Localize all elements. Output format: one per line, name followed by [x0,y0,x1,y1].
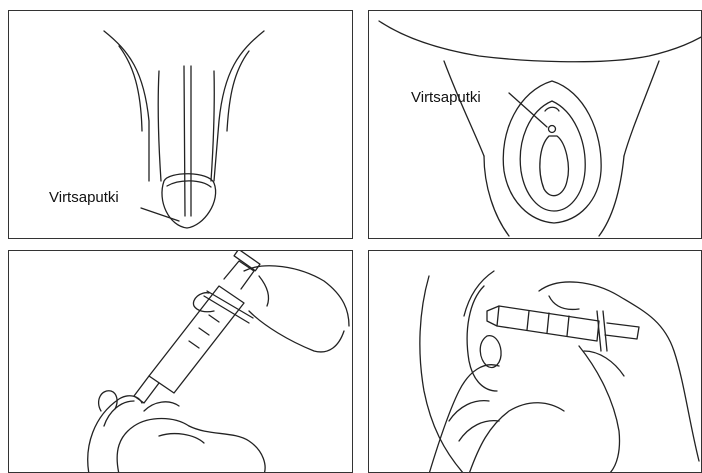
male-instillation-drawing [9,251,353,473]
female-instillation-panel [368,250,702,473]
female-anatomy-drawing [369,11,702,239]
female-anatomy-panel: Virtsaputki [368,10,702,239]
urethra-label: Virtsaputki [49,189,119,206]
male-anatomy-panel: Virtsaputki [8,10,353,239]
urethra-label: Virtsaputki [411,89,481,106]
female-instillation-drawing [369,251,702,473]
male-instillation-panel [8,250,353,473]
